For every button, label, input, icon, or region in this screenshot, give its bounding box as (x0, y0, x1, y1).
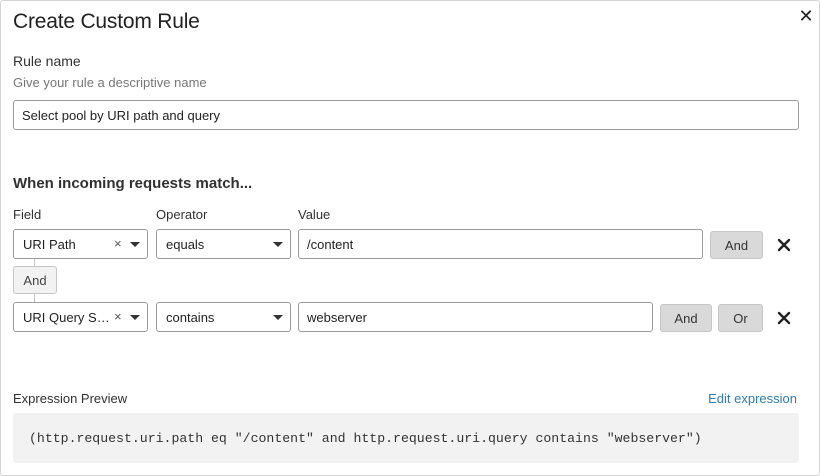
value-input-2[interactable]: webserver (298, 302, 653, 332)
rule-name-value: Select pool by URI path and query (22, 107, 221, 123)
value-input-2-value: webserver (307, 309, 367, 325)
clear-icon[interactable]: × (114, 309, 122, 324)
dialog-title: Create Custom Rule (13, 10, 200, 33)
chevron-down-icon (273, 242, 283, 247)
chevron-down-icon (273, 315, 283, 320)
clear-icon[interactable]: × (114, 236, 122, 251)
value-column-label: Value (298, 207, 331, 222)
or-button-2[interactable]: Or (718, 304, 763, 332)
value-input-1[interactable]: /content (298, 229, 703, 259)
operator-select-1[interactable]: equals (156, 229, 291, 259)
field-select-2[interactable]: URI Query St... × (13, 302, 148, 332)
operator-select-2[interactable]: contains (156, 302, 291, 332)
expression-preview-label: Expression Preview (13, 391, 128, 406)
remove-row-icon[interactable] (776, 310, 792, 326)
rule-name-hint: Give your rule a descriptive name (13, 75, 207, 90)
match-heading: When incoming requests match... (13, 175, 253, 192)
and-button-2[interactable]: And (660, 304, 712, 332)
chevron-down-icon (130, 315, 140, 320)
expression-preview-box: (http.request.uri.path eq "/content" and… (13, 413, 799, 463)
value-input-1-value: /content (307, 236, 354, 252)
operator-select-2-value: contains (166, 309, 215, 325)
chevron-down-icon (130, 242, 140, 247)
connector-line-bottom (34, 294, 35, 303)
field-select-2-value: URI Query St... (23, 309, 111, 325)
field-select-1[interactable]: URI Path × (13, 229, 148, 259)
rule-name-input[interactable]: Select pool by URI path and query (13, 100, 799, 130)
rule-name-label: Rule name (13, 53, 81, 69)
remove-row-icon[interactable] (776, 237, 792, 253)
field-select-1-value: URI Path (23, 236, 76, 252)
and-button-1[interactable]: And (710, 231, 763, 259)
operator-select-1-value: equals (166, 236, 205, 252)
edit-expression-link[interactable]: Edit expression (708, 391, 797, 406)
close-icon[interactable]: ✕ (798, 6, 814, 26)
and-connector-chip: And (13, 266, 57, 294)
expression-preview-text: (http.request.uri.path eq "/content" and… (29, 430, 702, 446)
operator-column-label: Operator (156, 207, 208, 222)
field-column-label: Field (13, 207, 42, 222)
connector-line-top (34, 259, 35, 267)
